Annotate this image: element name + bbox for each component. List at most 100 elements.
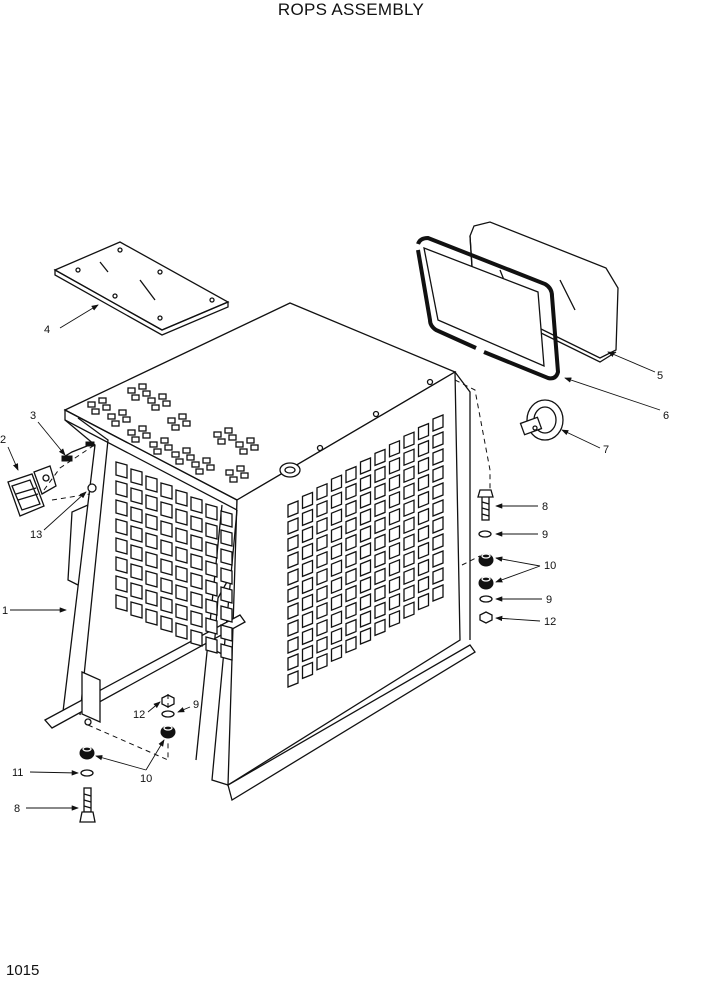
screen-opening [388,592,401,611]
screen-opening [301,593,314,612]
screen-opening [374,601,386,620]
screen-opening [330,525,343,544]
roof-vent-hole [87,401,96,408]
screen-opening [115,537,128,555]
screen-opening [190,534,203,552]
screen-opening [301,644,314,663]
roof-vent-hole [191,461,200,468]
roof-vent-hole [178,413,187,420]
screen-opening [175,565,188,583]
roof-vent-hole [213,431,222,438]
screen-opening [359,576,372,594]
screen-opening [388,490,401,509]
screen-opening [417,439,430,458]
screen-opening [330,644,343,663]
screen-opening [316,550,328,569]
screen-opening [301,508,314,527]
screen-opening [130,506,143,524]
screen-opening [403,448,415,467]
screen-opening [374,465,386,484]
screen-opening [115,499,128,517]
screen-opening [301,542,314,561]
screen-opening [374,618,386,637]
roof-vent-hole [171,451,180,458]
screen-opening [417,422,430,441]
roof-vent-hole [182,420,191,427]
screen-opening [115,461,128,479]
screen-opening [388,439,401,458]
screen-opening [330,610,343,629]
screen-opening [287,551,299,569]
screen-opening [287,534,299,552]
screen-opening [175,489,188,507]
screen-opening [330,593,343,612]
screen-opening [160,501,173,519]
callout-7: 7 [603,444,609,456]
screen-opening [160,596,173,614]
light-wire-harness-part [61,441,95,462]
screen-opening [160,577,173,595]
screen-opening [220,605,233,623]
callout-13: 13 [30,529,42,541]
callout-11: 11 [12,767,23,779]
screen-opening [115,480,128,498]
screen-opening [160,558,173,576]
screen-opening [345,550,357,569]
screen-opening [316,567,328,586]
screen-opening [432,465,444,483]
screen-opening [345,533,357,552]
screen-opening [417,524,430,543]
screen-opening [345,601,357,620]
roof-vent-hole [131,394,140,401]
screen-opening [287,602,299,620]
screen-opening [359,491,372,509]
screen-opening [359,542,372,560]
screen-opening [205,522,218,540]
screen-opening [330,508,343,527]
screen-opening [220,624,233,642]
screen-opening [175,622,188,640]
screen-opening [160,482,173,500]
screen-opening [432,584,444,602]
roof-vent-hole [127,387,136,394]
screen-opening [301,627,314,646]
rear-mount-hardware [477,489,494,624]
screen-opening [287,670,299,688]
screen-opening [330,474,343,493]
roof-vent-hole [91,408,100,415]
screen-opening [330,627,343,646]
roof-vent-hole [153,448,162,455]
screen-opening [403,567,415,586]
screen-opening [190,591,203,609]
screen-opening [345,618,357,637]
screen-opening [316,635,328,654]
side-screen-grid [287,414,444,688]
screen-opening [432,431,444,449]
screen-opening [432,499,444,517]
screen-opening [345,567,357,586]
screen-opening [359,457,372,475]
screen-opening [403,516,415,535]
screen-opening [287,619,299,637]
screen-opening [417,507,430,526]
screen-opening [130,563,143,581]
roof-vent-hole [224,427,233,434]
screen-opening [417,473,430,492]
callout-9-front: 9 [193,699,199,711]
screen-opening [301,525,314,544]
screen-opening [316,499,328,518]
screen-opening [388,609,401,628]
screen-opening [388,524,401,543]
screen-opening [130,544,143,562]
roof-vent-hole [138,425,147,432]
screen-opening [190,572,203,590]
callout-3: 3 [30,410,36,422]
screen-opening [145,589,158,607]
roof-vent-hole [158,393,167,400]
screen-opening [417,456,430,475]
roof-vent-hole [162,400,171,407]
screen-opening [175,508,188,526]
callout-8-rear: 8 [542,501,548,513]
roof-vent-hole [160,437,169,444]
